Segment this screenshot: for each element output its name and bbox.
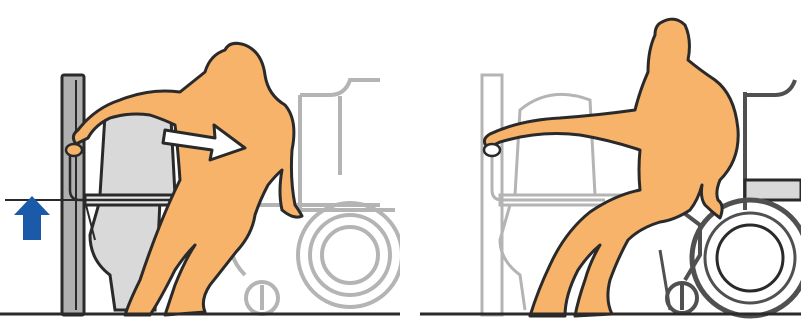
hand-grip	[484, 144, 500, 156]
person-figure-seated	[484, 19, 738, 316]
up-arrow	[14, 196, 50, 240]
panel-step-2	[400, 0, 801, 320]
panel-step-1	[0, 0, 400, 320]
hand-grip	[66, 144, 82, 156]
grab-bar-post	[62, 75, 84, 315]
